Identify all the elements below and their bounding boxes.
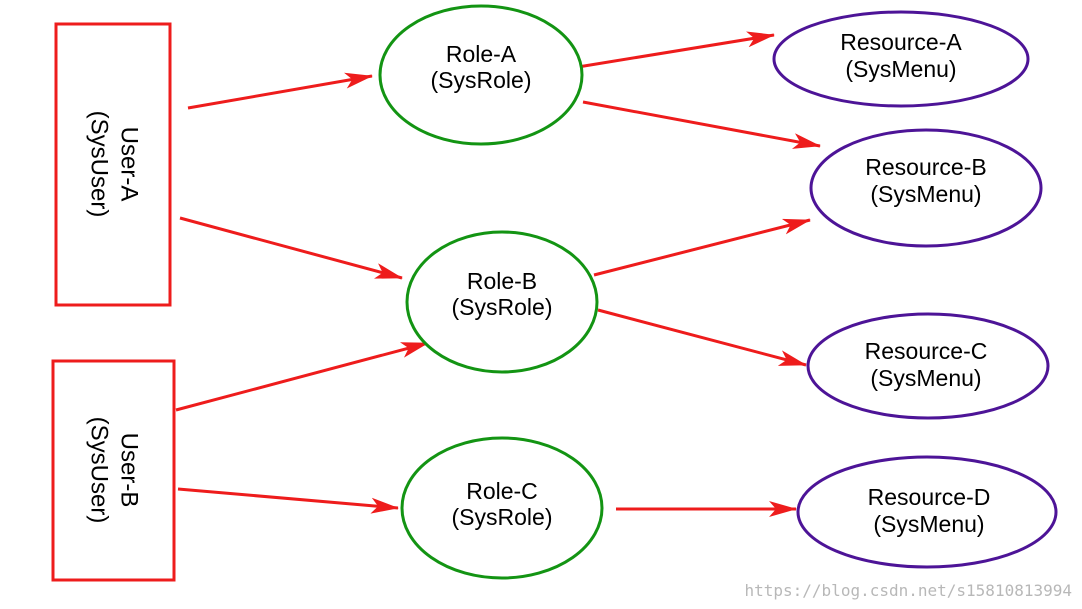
resource-type: (SysMenu) — [870, 365, 981, 391]
user-type: (SysUser) — [86, 111, 113, 218]
resource-node-b: Resource-B (SysMenu) — [809, 128, 1043, 248]
resource-type: (SysMenu) — [845, 56, 956, 82]
edge-role-a-to-resource-a — [577, 31, 775, 69]
role-type: (SysRole) — [452, 504, 553, 530]
user-node-b: User-B (SysUser) — [51, 359, 176, 582]
edge-user-a-to-role-b — [179, 216, 403, 280]
resource-name: Resource-C — [865, 338, 988, 364]
resource-type: (SysMenu) — [873, 511, 984, 537]
edge-user-b-to-role-c — [177, 487, 399, 514]
resource-name: Resource-A — [840, 29, 962, 55]
role-node-b: Role-B (SysRole) — [405, 230, 599, 374]
edge-user-b-to-role-b — [175, 341, 429, 412]
user-name: User-A — [116, 127, 143, 202]
user-node-a: User-A (SysUser) — [54, 22, 172, 307]
resource-name: Resource-B — [865, 154, 986, 180]
edge-role-b-to-resource-b — [593, 218, 811, 277]
role-name: Role-B — [467, 268, 537, 294]
user-box — [54, 22, 172, 307]
resource-node-d: Resource-D (SysMenu) — [796, 455, 1058, 569]
role-type: (SysRole) — [452, 294, 553, 320]
resource-node-a: Resource-A (SysMenu) — [772, 10, 1030, 108]
user-type: (SysUser) — [86, 417, 113, 524]
edge-role-b-to-resource-c — [597, 308, 807, 367]
user-box — [51, 359, 176, 582]
edges — [175, 31, 821, 517]
edge-role-a-to-resource-b — [582, 100, 821, 149]
resource-ellipse — [772, 10, 1030, 108]
edge-user-a-to-role-a — [187, 72, 373, 110]
resource-type: (SysMenu) — [870, 181, 981, 207]
resource-name: Resource-D — [868, 484, 991, 510]
resource-ellipse — [796, 455, 1058, 569]
role-node-c: Role-C (SysRole) — [400, 436, 604, 580]
resource-ellipse — [806, 312, 1050, 420]
user-name: User-B — [116, 433, 143, 508]
resource-node-c: Resource-C (SysMenu) — [806, 312, 1050, 420]
role-circle — [378, 4, 584, 146]
role-name: Role-A — [446, 41, 517, 67]
role-name: Role-C — [466, 478, 538, 504]
role-circle — [405, 230, 599, 374]
resource-ellipse — [809, 128, 1043, 248]
role-type: (SysRole) — [431, 67, 532, 93]
role-circle — [400, 436, 604, 580]
watermark-text: https://blog.csdn.net/s15810813994 — [744, 581, 1072, 600]
role-node-a: Role-A (SysRole) — [378, 4, 584, 146]
